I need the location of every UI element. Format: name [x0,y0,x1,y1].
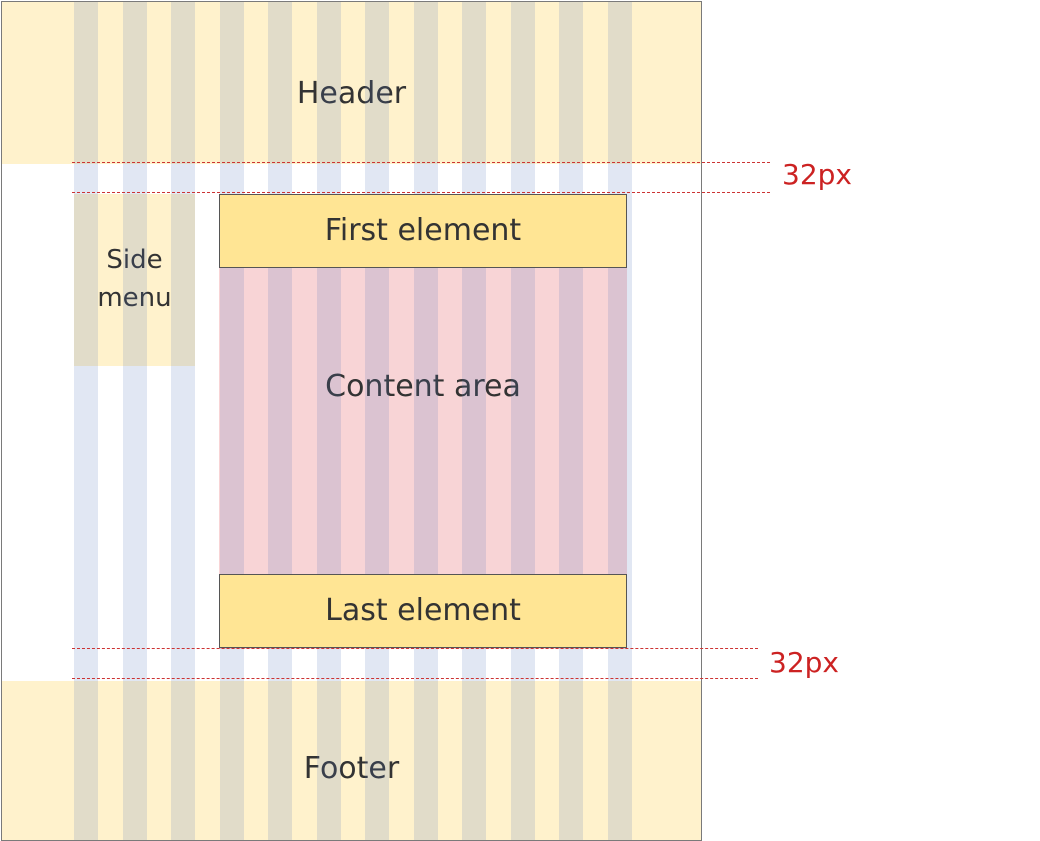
first-element-label: First element [324,213,522,248]
side-menu-label-line2: menu [97,283,172,313]
bottom-spacing-label: 32px [769,646,839,679]
header-region: Header [2,2,701,164]
page-layout-diagram: Header Side menu Content area Footer Fir… [1,1,702,841]
top-spacing-label: 32px [782,158,852,191]
last-element-box: Last element [219,574,627,648]
first-element-box: First element [219,194,627,268]
last-element-label: Last element [325,593,521,628]
bottom-spacing-upper-line [72,648,758,649]
header-label: Header [296,76,407,111]
bottom-spacing-lower-line [72,678,758,679]
content-area-region: Content area [219,194,627,649]
side-menu-region: Side menu [74,194,195,366]
top-spacing-lower-line [72,192,770,193]
top-spacing-upper-line [72,162,770,163]
footer-label: Footer [303,751,400,786]
content-area-label: Content area [325,369,521,404]
side-menu-label-line1: Side [106,245,163,275]
footer-region: Footer [2,681,701,840]
